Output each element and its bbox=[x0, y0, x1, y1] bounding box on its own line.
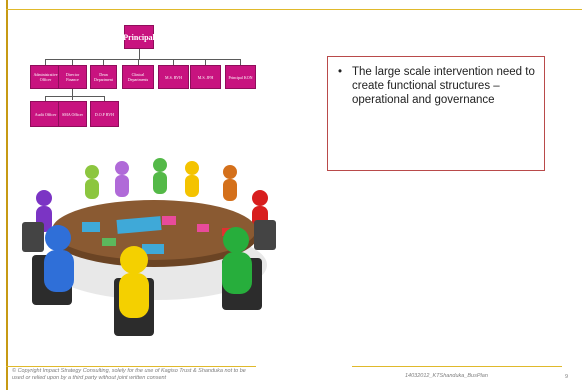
org-connector bbox=[45, 59, 240, 60]
org-box-ms-jfh: M.S. JFH bbox=[190, 65, 221, 89]
page-number: 9 bbox=[565, 374, 569, 380]
footer-doc-ref: 14032012_KTShanduka_BusPlan bbox=[405, 373, 488, 379]
footer-copyright: © Copyright Impact Strategy Consulting, … bbox=[12, 368, 246, 381]
callout-text: The large scale intervention need to cre… bbox=[352, 66, 535, 106]
org-connector bbox=[139, 49, 140, 59]
callout-box: • The large scale intervention need to c… bbox=[327, 56, 545, 171]
org-box-clinical-departments: Clinical Departments bbox=[122, 65, 154, 89]
org-connector bbox=[104, 96, 105, 101]
org-connector bbox=[72, 59, 73, 65]
org-box-dof-rvh: D.O.F RVH bbox=[90, 101, 119, 127]
org-box-principal: Principal bbox=[123, 25, 155, 49]
footer-rule-left bbox=[6, 366, 256, 367]
org-box-ms-rvh: M.S. RVH bbox=[158, 65, 189, 89]
footer-rule-right bbox=[352, 366, 562, 367]
org-connector bbox=[72, 89, 73, 100]
org-box-dean-department: Dean Department bbox=[90, 65, 117, 89]
org-box-administrative-officer: Administrative Officer bbox=[30, 65, 61, 89]
org-connector bbox=[240, 59, 241, 65]
org-box-audit-officer: Audit Officer bbox=[30, 101, 61, 127]
left-accent-rule bbox=[6, 0, 8, 390]
figure-back-row bbox=[36, 158, 268, 232]
org-connector bbox=[138, 59, 139, 65]
meeting-table-illustration bbox=[22, 158, 276, 336]
org-connector bbox=[103, 59, 104, 65]
org-box-sma-officer: SMA Officer bbox=[58, 101, 87, 127]
bullet-marker: • bbox=[338, 66, 343, 78]
org-box-director-finance: Director Finance bbox=[58, 65, 87, 89]
org-box-principal-kon: Principal KON bbox=[225, 65, 256, 89]
org-connector bbox=[45, 96, 46, 101]
org-connector bbox=[45, 96, 105, 97]
org-connector bbox=[173, 59, 174, 65]
org-connector bbox=[205, 59, 206, 65]
top-accent-rule bbox=[6, 9, 582, 10]
org-connector bbox=[45, 59, 46, 65]
